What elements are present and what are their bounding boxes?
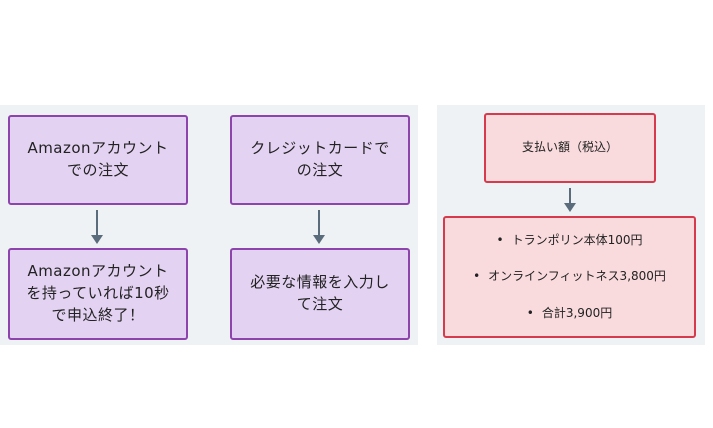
breakdown-item: •トランポリン本体100円 xyxy=(496,232,643,247)
payment-amount-box: 支払い額（税込） xyxy=(484,113,656,183)
amazon-flow-arrow xyxy=(91,210,103,244)
payment-breakdown-box: •トランポリン本体100円 •オンラインフィットネス3,800円 •合計3,90… xyxy=(443,216,696,338)
amazon-account-order-box: Amazonアカウント での注文 xyxy=(8,115,188,205)
credit-card-finish-label: 必要な情報を入力し て注文 xyxy=(250,273,390,313)
payment-breakdown-list: •トランポリン本体100円 •オンラインフィットネス3,800円 •合計3,90… xyxy=(473,213,666,341)
breakdown-item: •合計3,900円 xyxy=(526,306,613,321)
credit-card-order-label: クレジットカードで の注文 xyxy=(250,139,390,179)
card-flow-arrow xyxy=(313,210,325,244)
amazon-account-finish-label: Amazonアカウント を持っていれば10秒 で申込終了！ xyxy=(26,262,170,324)
breakdown-item: •オンラインフィットネス3,800円 xyxy=(473,269,666,284)
payment-flow-arrow xyxy=(564,188,576,212)
credit-card-finish-box: 必要な情報を入力し て注文 xyxy=(230,248,410,340)
amazon-account-finish-box: Amazonアカウント を持っていれば10秒 で申込終了！ xyxy=(8,248,188,340)
payment-amount-label: 支払い額（税込） xyxy=(521,140,618,155)
credit-card-order-box: クレジットカードで の注文 xyxy=(230,115,410,205)
amazon-account-order-label: Amazonアカウント での注文 xyxy=(27,139,169,179)
